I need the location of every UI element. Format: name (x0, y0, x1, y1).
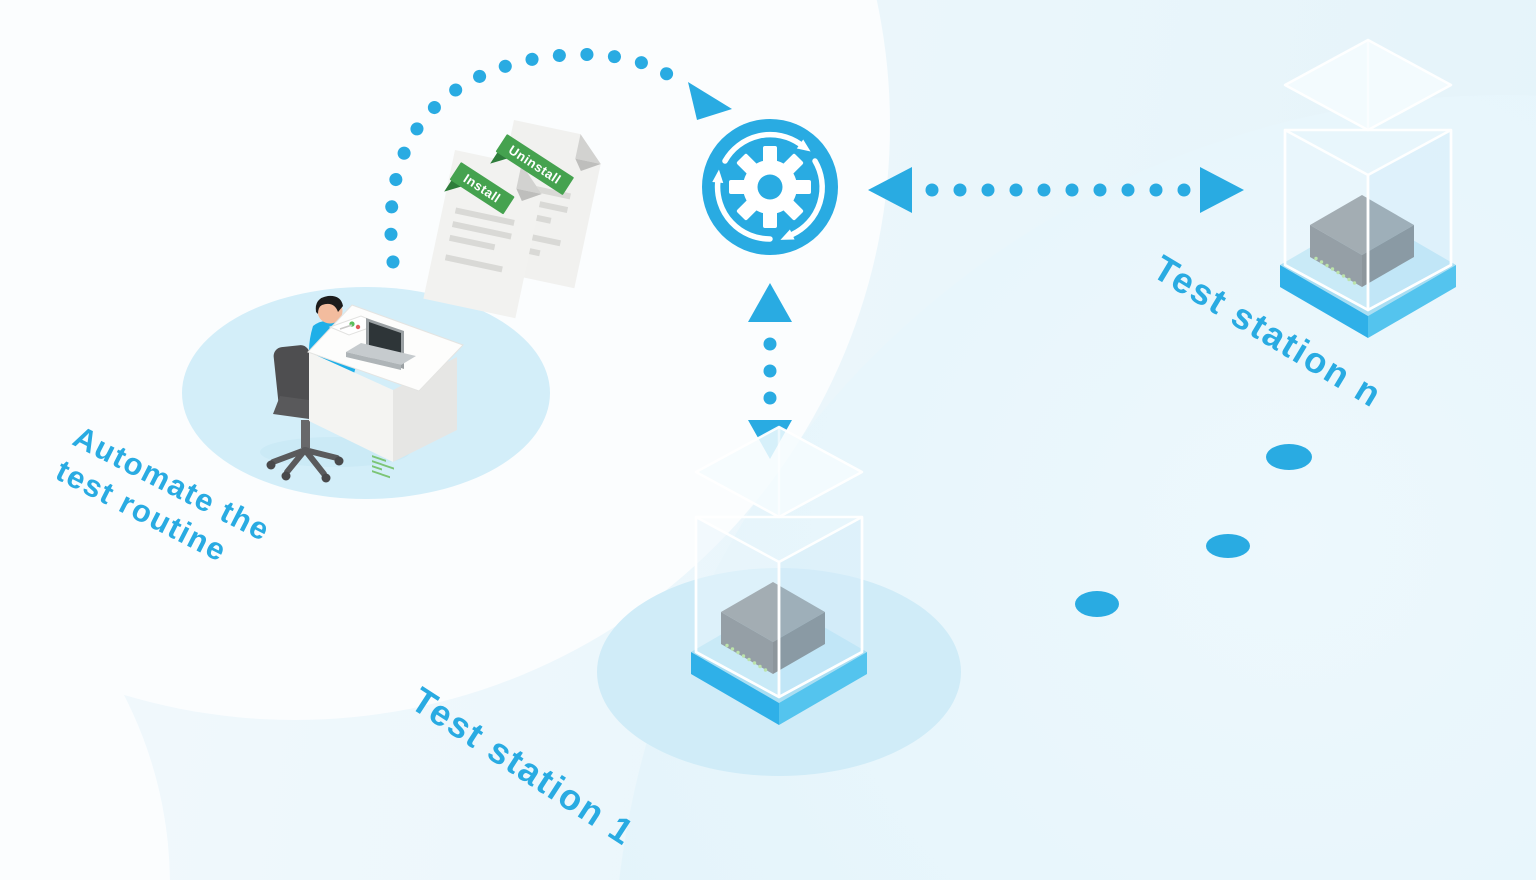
horizontal-arrow-connector (868, 167, 1244, 213)
ellipsis-dots (1075, 444, 1312, 617)
arrow-right-icon (1200, 167, 1244, 213)
laptop-keyboard (346, 343, 416, 365)
arrow-up-icon (748, 283, 792, 322)
dotted-arc-connector (384, 47, 732, 269)
circular-arrows-icon (712, 131, 825, 242)
arrow-left-icon (868, 167, 912, 213)
test-station-1 (689, 425, 869, 727)
arc-arrowhead-icon (688, 82, 732, 120)
operator-scene (260, 295, 464, 483)
script-documents: Uninstall Install (423, 120, 601, 319)
test-station-n (1278, 38, 1458, 340)
person-hair (315, 295, 343, 314)
code-lines (372, 455, 394, 479)
laptop (346, 318, 416, 479)
install-document (423, 150, 542, 319)
sync-gear-icon (702, 119, 838, 255)
gear-icon (729, 146, 811, 228)
